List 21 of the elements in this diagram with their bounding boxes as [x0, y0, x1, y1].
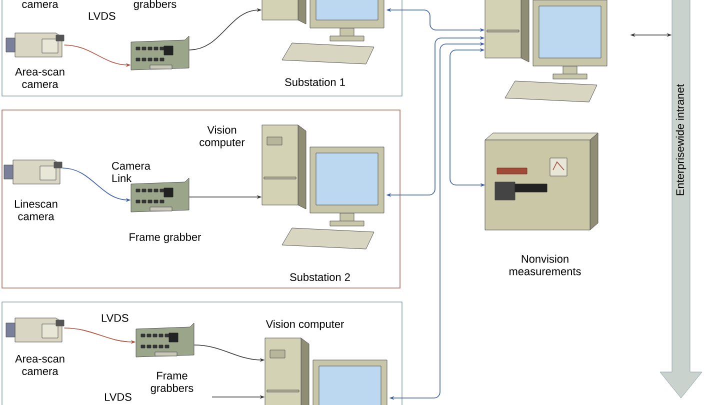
panel-title: Substation 2	[290, 272, 350, 282]
edge-label: LVDS	[88, 12, 116, 20]
device-label: Area-scan camera	[15, 354, 64, 376]
frame-grabber-drawing	[136, 322, 194, 358]
device-label: Nonvision measurements	[510, 254, 581, 276]
edge-label: LVDS	[102, 314, 128, 322]
text-label: grabbers	[134, 0, 176, 10]
device-label: Frame grabber	[130, 232, 202, 244]
text-label: camera	[22, 2, 58, 8]
device-label: Vision computer	[266, 320, 344, 330]
text-label: Frame grabbers	[150, 372, 194, 394]
text-label: LVDS	[105, 393, 132, 401]
frame-grabber-drawing	[130, 36, 190, 70]
edge-label: Camera Link	[112, 162, 150, 182]
intranet-label: Enterprisewide intranet	[676, 84, 686, 196]
device-label: Area-scan camera	[15, 68, 64, 88]
computer-drawing	[484, 0, 608, 102]
device-label: Vision computer	[200, 126, 245, 148]
computer-drawing	[262, 0, 384, 64]
panel-title: Substation 1	[285, 78, 345, 86]
device-label: Linescan camera	[14, 200, 58, 220]
